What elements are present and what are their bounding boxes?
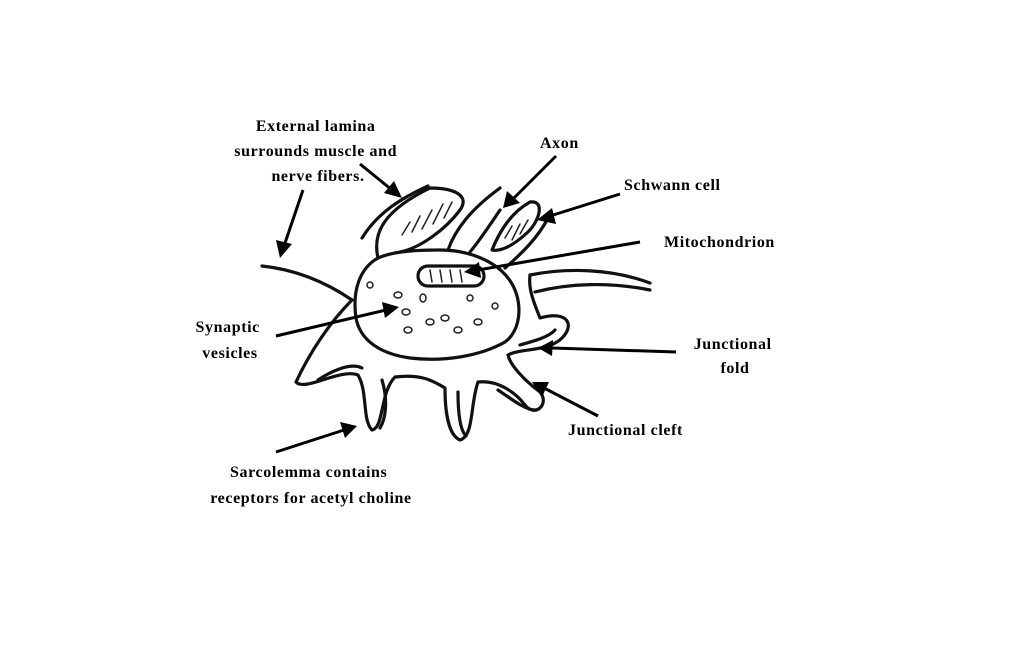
- arrow-synaptic-vesicles: [275, 308, 387, 338]
- junction-drawing: [260, 184, 652, 442]
- schwann-cell-left: [375, 186, 465, 260]
- postsynaptic-membrane: [294, 273, 570, 442]
- schwann-cell-right: [490, 200, 541, 252]
- mitochondrion: [416, 264, 486, 288]
- schwann-hatching: [401, 201, 529, 241]
- label-junctional-cleft: Junctional cleft: [568, 422, 683, 439]
- arrow-mitochondrion: [477, 240, 641, 272]
- synaptic-vesicles: [366, 281, 499, 334]
- label-mitochondrion: Mitochondrion: [664, 234, 775, 251]
- label-junctional-fold: Junctional fold: [694, 336, 777, 377]
- arrow-schwann-cell: [549, 192, 621, 218]
- arrow-external-lamina-right: [359, 162, 393, 192]
- label-external-lamina: External lamina surrounds muscle and ner…: [234, 118, 401, 185]
- labels: External lamina surrounds muscle and ner…: [196, 118, 777, 507]
- arrow-sarcolemma: [275, 428, 345, 454]
- label-schwann-cell: Schwann cell: [624, 177, 721, 194]
- label-sarcolemma: Sarcolemma contains receptors for acetyl…: [210, 464, 411, 507]
- arrow-external-lamina-left: [282, 189, 305, 247]
- sarcolemma-left: [260, 264, 354, 302]
- sarcolemma-right: [528, 268, 652, 285]
- label-axon: Axon: [540, 135, 579, 152]
- arrow-junctional-fold: [551, 346, 677, 354]
- arrow-junctional-cleft: [543, 386, 599, 418]
- label-synaptic-vesicles: Synaptic vesicles: [196, 319, 265, 362]
- arrows: [275, 154, 677, 454]
- arrow-axon: [512, 154, 558, 200]
